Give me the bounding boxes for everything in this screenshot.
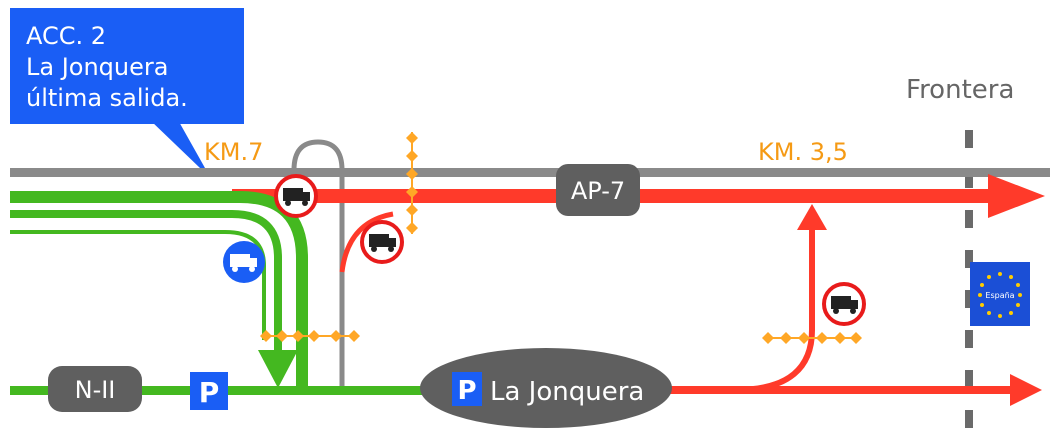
red-connector-arrow — [797, 204, 827, 230]
callout-line-1: ACC. 2 — [26, 22, 106, 50]
orange-markers-left-row — [260, 330, 360, 342]
ap7-label: AP-7 — [571, 177, 625, 205]
red-exit-curve — [339, 211, 394, 273]
n2-arrow-head — [1010, 374, 1042, 406]
ap7-gray-road — [10, 168, 1050, 177]
callout-line-2: La Jonquera — [26, 53, 168, 81]
red-connector — [739, 224, 815, 393]
eu-flag-icon: España — [970, 262, 1030, 326]
callout-box — [10, 8, 244, 124]
no-trucks-sign-icon — [822, 282, 866, 326]
no-trucks-sign-icon — [274, 174, 318, 218]
town-parking-icon: P — [452, 372, 482, 406]
town-label: La Jonquera — [490, 377, 644, 407]
green-route-inner — [10, 210, 282, 360]
callout-line-3: última salida. — [26, 84, 188, 112]
no-trucks-sign-icon — [360, 220, 404, 264]
parking-icon: P — [190, 372, 228, 410]
ap7-label-box — [556, 164, 640, 216]
green-arrow-head — [258, 350, 298, 388]
n2-label-box — [48, 366, 142, 412]
truck-blue-sign-icon — [223, 241, 265, 283]
ap7-arrow-head — [988, 174, 1045, 218]
town-oval — [420, 348, 672, 428]
eu-sign-text: España — [985, 291, 1014, 300]
callout-pointer — [150, 120, 205, 168]
n2-label: N-II — [75, 376, 116, 404]
svg-text:P: P — [199, 376, 220, 409]
overpass-loop — [291, 139, 345, 392]
km-label-left: KM.7 — [204, 138, 263, 166]
border-label: Frontera — [906, 75, 1014, 105]
n2-red-road — [660, 386, 1010, 394]
green-route-inner-2 — [10, 230, 266, 340]
svg-text:P: P — [457, 376, 476, 406]
km-label-right: KM. 3,5 — [758, 138, 848, 166]
green-route-outer — [10, 191, 308, 392]
